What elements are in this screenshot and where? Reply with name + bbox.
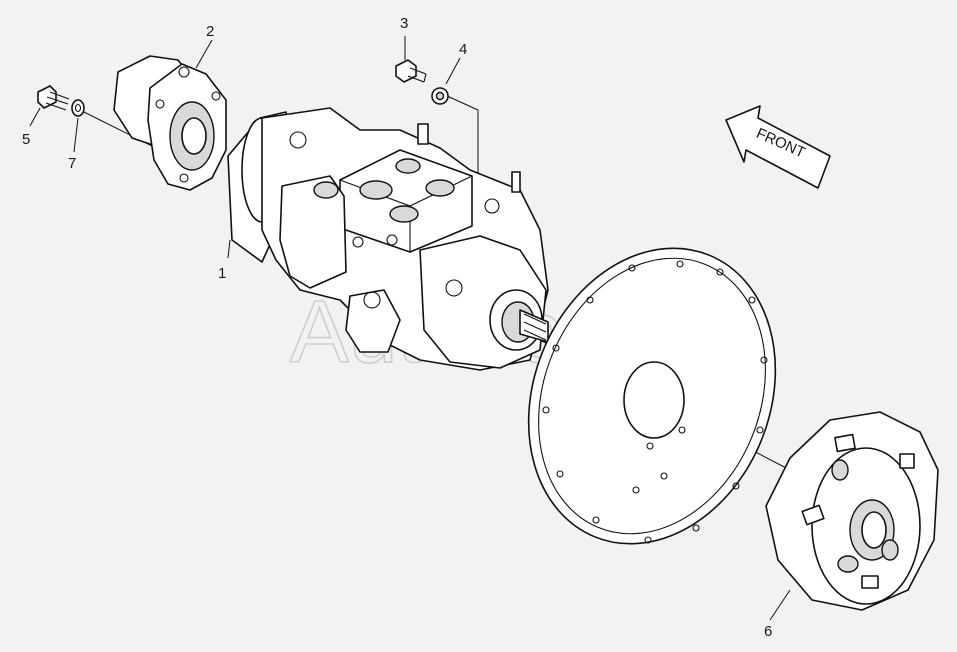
callout-4: 4 — [459, 41, 467, 58]
part-1-main-pump — [227, 107, 549, 371]
part-4-washer — [431, 87, 449, 105]
part-5-bolt — [37, 85, 70, 111]
callout-2: 2 — [206, 23, 214, 40]
part-7-washer — [71, 99, 85, 117]
callout-6: 6 — [764, 623, 772, 640]
front-direction-arrow: FRONT — [725, 105, 831, 189]
part-3-bolt — [395, 59, 427, 83]
part-2-gear-pump — [113, 55, 227, 191]
callout-1: 1 — [218, 265, 226, 282]
callout-5: 5 — [22, 131, 30, 148]
part-6-coupling — [765, 411, 939, 611]
callout-3: 3 — [400, 15, 408, 32]
flywheel-plate — [527, 247, 777, 545]
callout-7: 7 — [68, 155, 76, 172]
